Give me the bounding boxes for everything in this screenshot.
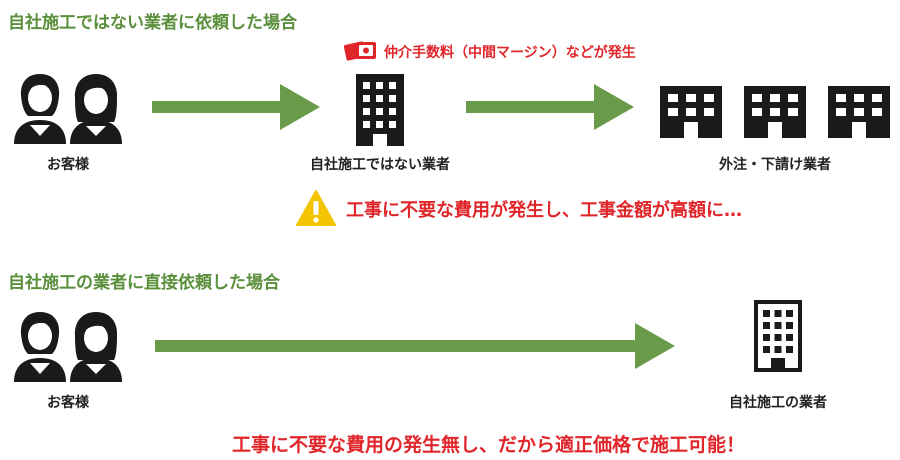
subcontractor-building-icon (660, 86, 890, 138)
subcontractor-label: 外注・下請け業者 (719, 157, 831, 173)
building-icon (754, 300, 802, 372)
arrow-right-icon (152, 84, 320, 130)
middle-contractor-label: 自社施工ではない業者 (310, 157, 450, 173)
building-icon (356, 74, 404, 146)
section2-title: 自社施工の業者に直接依頼した場合 (8, 273, 280, 293)
arrow-right-icon (155, 323, 675, 369)
warning-message: 工事に不要な費用が発生し、工事金額が高額に… (346, 200, 742, 221)
fee-note: 仲介手数料（中間マージン）などが発生 (384, 45, 636, 61)
section1-title: 自社施工ではない業者に依頼した場合 (8, 13, 297, 33)
arrow-right-icon (466, 84, 634, 130)
money-icon (343, 41, 376, 61)
conclusion-message: 工事に不要な費用の発生無し、だから適正価格で施工可能！ (232, 434, 746, 456)
customer-label: お客様 (47, 395, 89, 411)
customers-icon (14, 74, 122, 144)
direct-contractor-label: 自社施工の業者 (729, 395, 827, 411)
warning-icon (296, 190, 336, 226)
customers-icon (14, 312, 122, 382)
customer-label: お客様 (47, 157, 89, 173)
